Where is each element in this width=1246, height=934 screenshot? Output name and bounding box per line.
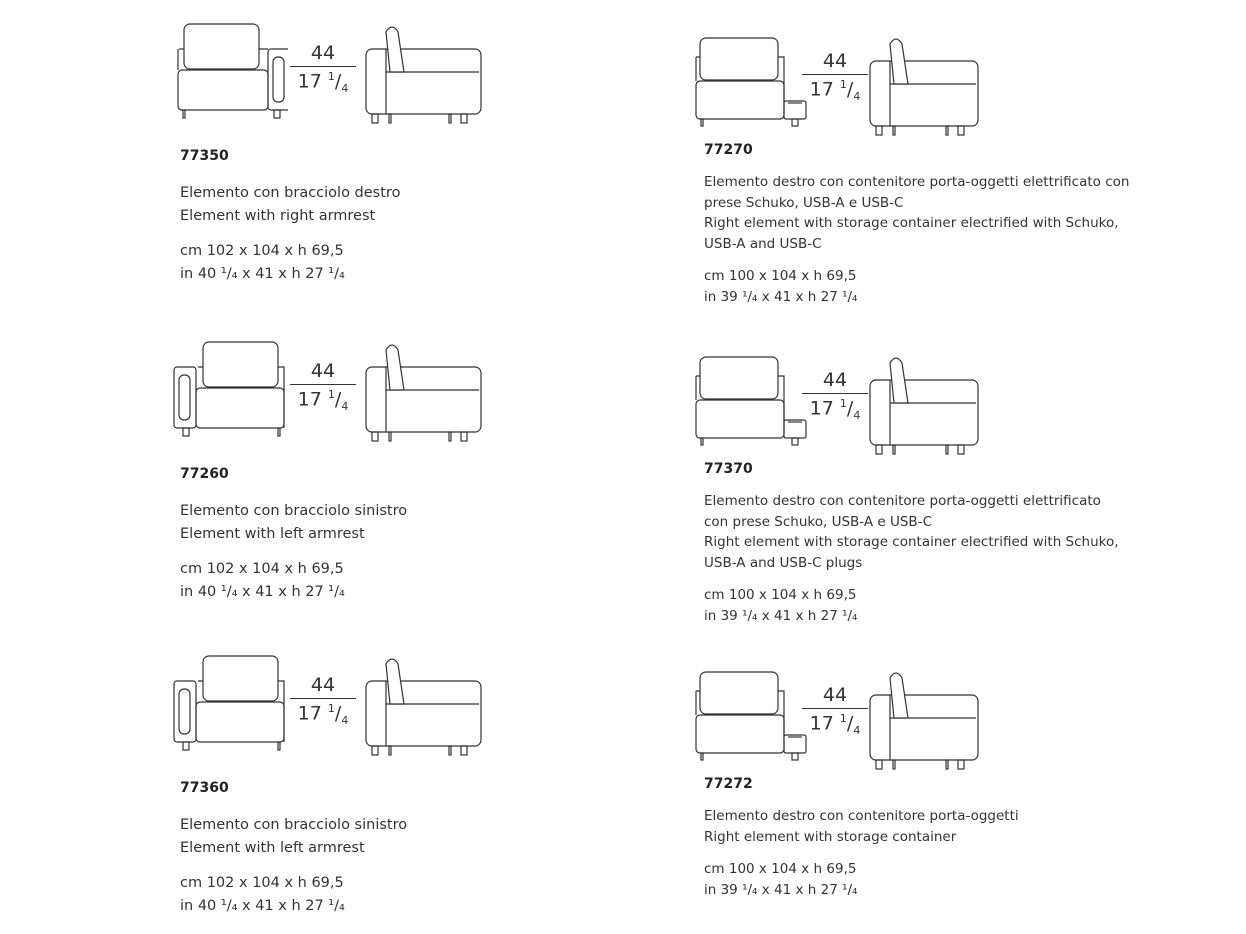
description-line: Elemento con bracciolo sinistro	[180, 503, 408, 519]
description-line: Element with left armrest	[180, 840, 365, 856]
dimensions-line: in 39 ¹/₄ x 41 x h 27 ¹/₄	[704, 288, 858, 305]
seat-height-label: 44 17 1/4	[290, 360, 356, 413]
product-code: 77370	[704, 461, 753, 477]
front-view-drawing	[168, 652, 288, 761]
description-line: Element with left armrest	[180, 526, 365, 542]
side-view-drawing	[364, 342, 489, 451]
product-code: 77260	[180, 466, 229, 482]
dimensions-line: in 40 ¹/₄ x 41 x h 27 ¹/₄	[180, 266, 345, 282]
dimensions-line: in 40 ¹/₄ x 41 x h 27 ¹/₄	[180, 898, 345, 914]
front-view-drawing	[692, 34, 812, 133]
product-code: 77350	[180, 148, 229, 164]
dimensions-line: cm 102 x 104 x h 69,5	[180, 243, 344, 259]
dimensions-line: cm 102 x 104 x h 69,5	[180, 561, 344, 577]
description-line: con prese Schuko, USB-A e USB-C	[704, 513, 932, 530]
front-view-drawing	[168, 338, 288, 447]
product-code: 77272	[704, 776, 753, 792]
description-line: Elemento destro con contenitore porta-og…	[704, 174, 1130, 190]
dimensions-line: cm 100 x 104 x h 69,5	[704, 268, 857, 284]
description-line: Elemento con bracciolo destro	[180, 185, 401, 201]
description-line: Elemento con bracciolo sinistro	[180, 817, 408, 833]
dimensions-line: in 39 ¹/₄ x 41 x h 27 ¹/₄	[704, 607, 858, 624]
description-line: Right element with storage container	[704, 828, 957, 845]
description-line: Right element with storage container ele…	[704, 215, 1119, 231]
seat-height-label: 44 17 1/4	[802, 50, 868, 103]
side-view-drawing	[868, 355, 986, 464]
dimensions-line: in 39 ¹/₄ x 41 x h 27 ¹/₄	[704, 881, 858, 898]
front-view-drawing	[168, 20, 291, 129]
seat-height-label: 44 17 1/4	[290, 42, 356, 95]
description-line: Element with right armrest	[180, 208, 376, 224]
description-line: Elemento destro con contenitore porta-og…	[704, 808, 1019, 824]
side-view-drawing	[364, 656, 489, 765]
seat-height-label: 44 17 1/4	[290, 674, 356, 727]
dimensions-line: cm 100 x 104 x h 69,5	[704, 587, 857, 603]
dimensions-line: in 40 ¹/₄ x 41 x h 27 ¹/₄	[180, 584, 345, 600]
side-view-drawing	[868, 670, 986, 779]
description-line: USB-A and USB-C plugs	[704, 554, 863, 571]
product-code: 77360	[180, 780, 229, 796]
product-code: 77270	[704, 142, 753, 158]
front-view-drawing	[692, 353, 812, 452]
dimensions-line: cm 100 x 104 x h 69,5	[704, 861, 857, 877]
description-line: Right element with storage container ele…	[704, 534, 1119, 550]
side-view-drawing	[364, 24, 489, 133]
side-view-drawing	[868, 36, 986, 145]
description-line: USB-A and USB-C	[704, 235, 822, 252]
seat-height-label: 44 17 1/4	[802, 684, 868, 737]
dimensions-line: cm 102 x 104 x h 69,5	[180, 875, 344, 891]
description-line: Elemento destro con contenitore porta-og…	[704, 493, 1101, 509]
front-view-drawing	[692, 668, 812, 767]
description-line: prese Schuko, USB-A e USB-C	[704, 194, 904, 211]
seat-height-label: 44 17 1/4	[802, 369, 868, 422]
